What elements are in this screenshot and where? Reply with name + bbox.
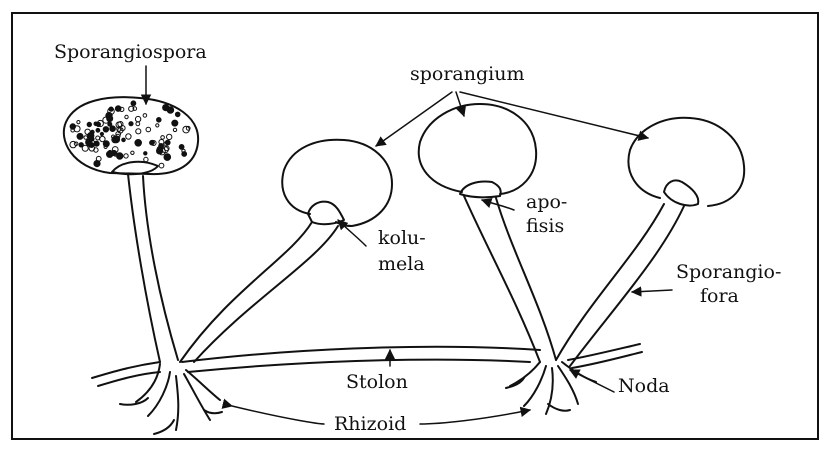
spore-dot — [84, 136, 88, 140]
rhizoid-node-1 — [120, 364, 222, 434]
spore-dot — [88, 133, 94, 139]
apophysis-3 — [460, 182, 501, 198]
spore-dot — [135, 116, 140, 121]
label-stolon: Stolon — [346, 371, 408, 393]
spore-dot — [111, 150, 116, 155]
sporangiophore-4-inner — [570, 206, 684, 366]
label-kolumela-line2: mela — [378, 253, 425, 275]
label-apofisis-line1: apo- — [526, 191, 567, 213]
spore-dot — [173, 128, 176, 131]
spore-dot — [129, 122, 133, 126]
sporangiospores — [70, 101, 190, 168]
spore-dot — [165, 140, 170, 145]
spore-dot — [107, 116, 113, 122]
arrow-sporangium-left — [376, 92, 452, 146]
spore-dot — [124, 154, 128, 158]
label-rhizoid: Rhizoid — [334, 413, 406, 435]
sporangiophore-2 — [180, 222, 312, 362]
spore-dot — [122, 138, 126, 142]
label-sporangium: sporangium — [410, 63, 525, 85]
spore-dot — [100, 132, 103, 135]
sporangium-3 — [419, 104, 536, 197]
spore-dot — [156, 124, 159, 127]
spore-dot — [117, 153, 123, 159]
sporangium-4 — [628, 118, 744, 206]
spore-dot — [146, 127, 151, 132]
spore-dot — [179, 145, 184, 150]
spore-dot — [77, 121, 80, 124]
spore-dot — [163, 105, 169, 111]
spore-dot — [144, 157, 148, 161]
arrow-sporangium-mid — [456, 92, 464, 116]
spore-dot — [167, 134, 172, 139]
stolon-right-upper — [568, 344, 640, 360]
spore-dot — [164, 154, 171, 161]
spore-dot — [144, 152, 147, 155]
spore-dot — [87, 143, 90, 146]
spore-dot — [157, 118, 162, 123]
spore-dot — [110, 126, 116, 132]
spore-dot — [82, 145, 88, 151]
sporangium-2 — [282, 140, 392, 226]
stolon-right-lower — [572, 352, 642, 368]
spore-dot — [159, 163, 164, 168]
spore-dot — [131, 151, 134, 154]
arrow-noda — [570, 370, 614, 392]
label-kolumela-line1: kolu- — [378, 227, 426, 249]
spore-dot — [96, 128, 100, 132]
spore-dot — [77, 133, 83, 139]
spore-dot — [131, 101, 136, 106]
label-apofisis-line2: fisis — [526, 215, 564, 237]
arrow-sporangiofora — [632, 290, 672, 292]
spore-dot — [94, 141, 99, 146]
spore-dot — [103, 127, 108, 132]
spore-dot — [175, 112, 180, 117]
label-sporangiospora: Sporangiospora — [54, 41, 207, 63]
spore-dot — [96, 136, 100, 140]
spore-dot — [109, 107, 113, 111]
spore-dot — [108, 122, 112, 126]
sporangiophore-1-inner — [143, 176, 178, 360]
arrow-sporangium-right — [460, 92, 648, 138]
spore-dot — [100, 136, 105, 141]
label-noda: Noda — [618, 375, 670, 397]
sporangium-with-spores — [64, 97, 198, 174]
rhizoid-node-2 — [506, 362, 596, 414]
spore-dot — [125, 115, 128, 118]
columella-4 — [664, 180, 698, 205]
spore-dot — [87, 122, 91, 126]
label-sporangiofora-line2: fora — [700, 285, 739, 307]
spore-dot — [126, 134, 131, 139]
stolon-left-upper — [92, 362, 160, 378]
sporangiophore-4 — [556, 204, 664, 360]
spore-dot — [161, 136, 165, 140]
spore-dot — [143, 114, 147, 118]
label-sporangiofora-line1: Sporangio- — [676, 261, 781, 283]
sporangiophore-2-inner — [194, 226, 338, 362]
spore-dot — [136, 129, 141, 134]
spore-dot — [136, 122, 140, 126]
spore-dot — [172, 120, 178, 126]
